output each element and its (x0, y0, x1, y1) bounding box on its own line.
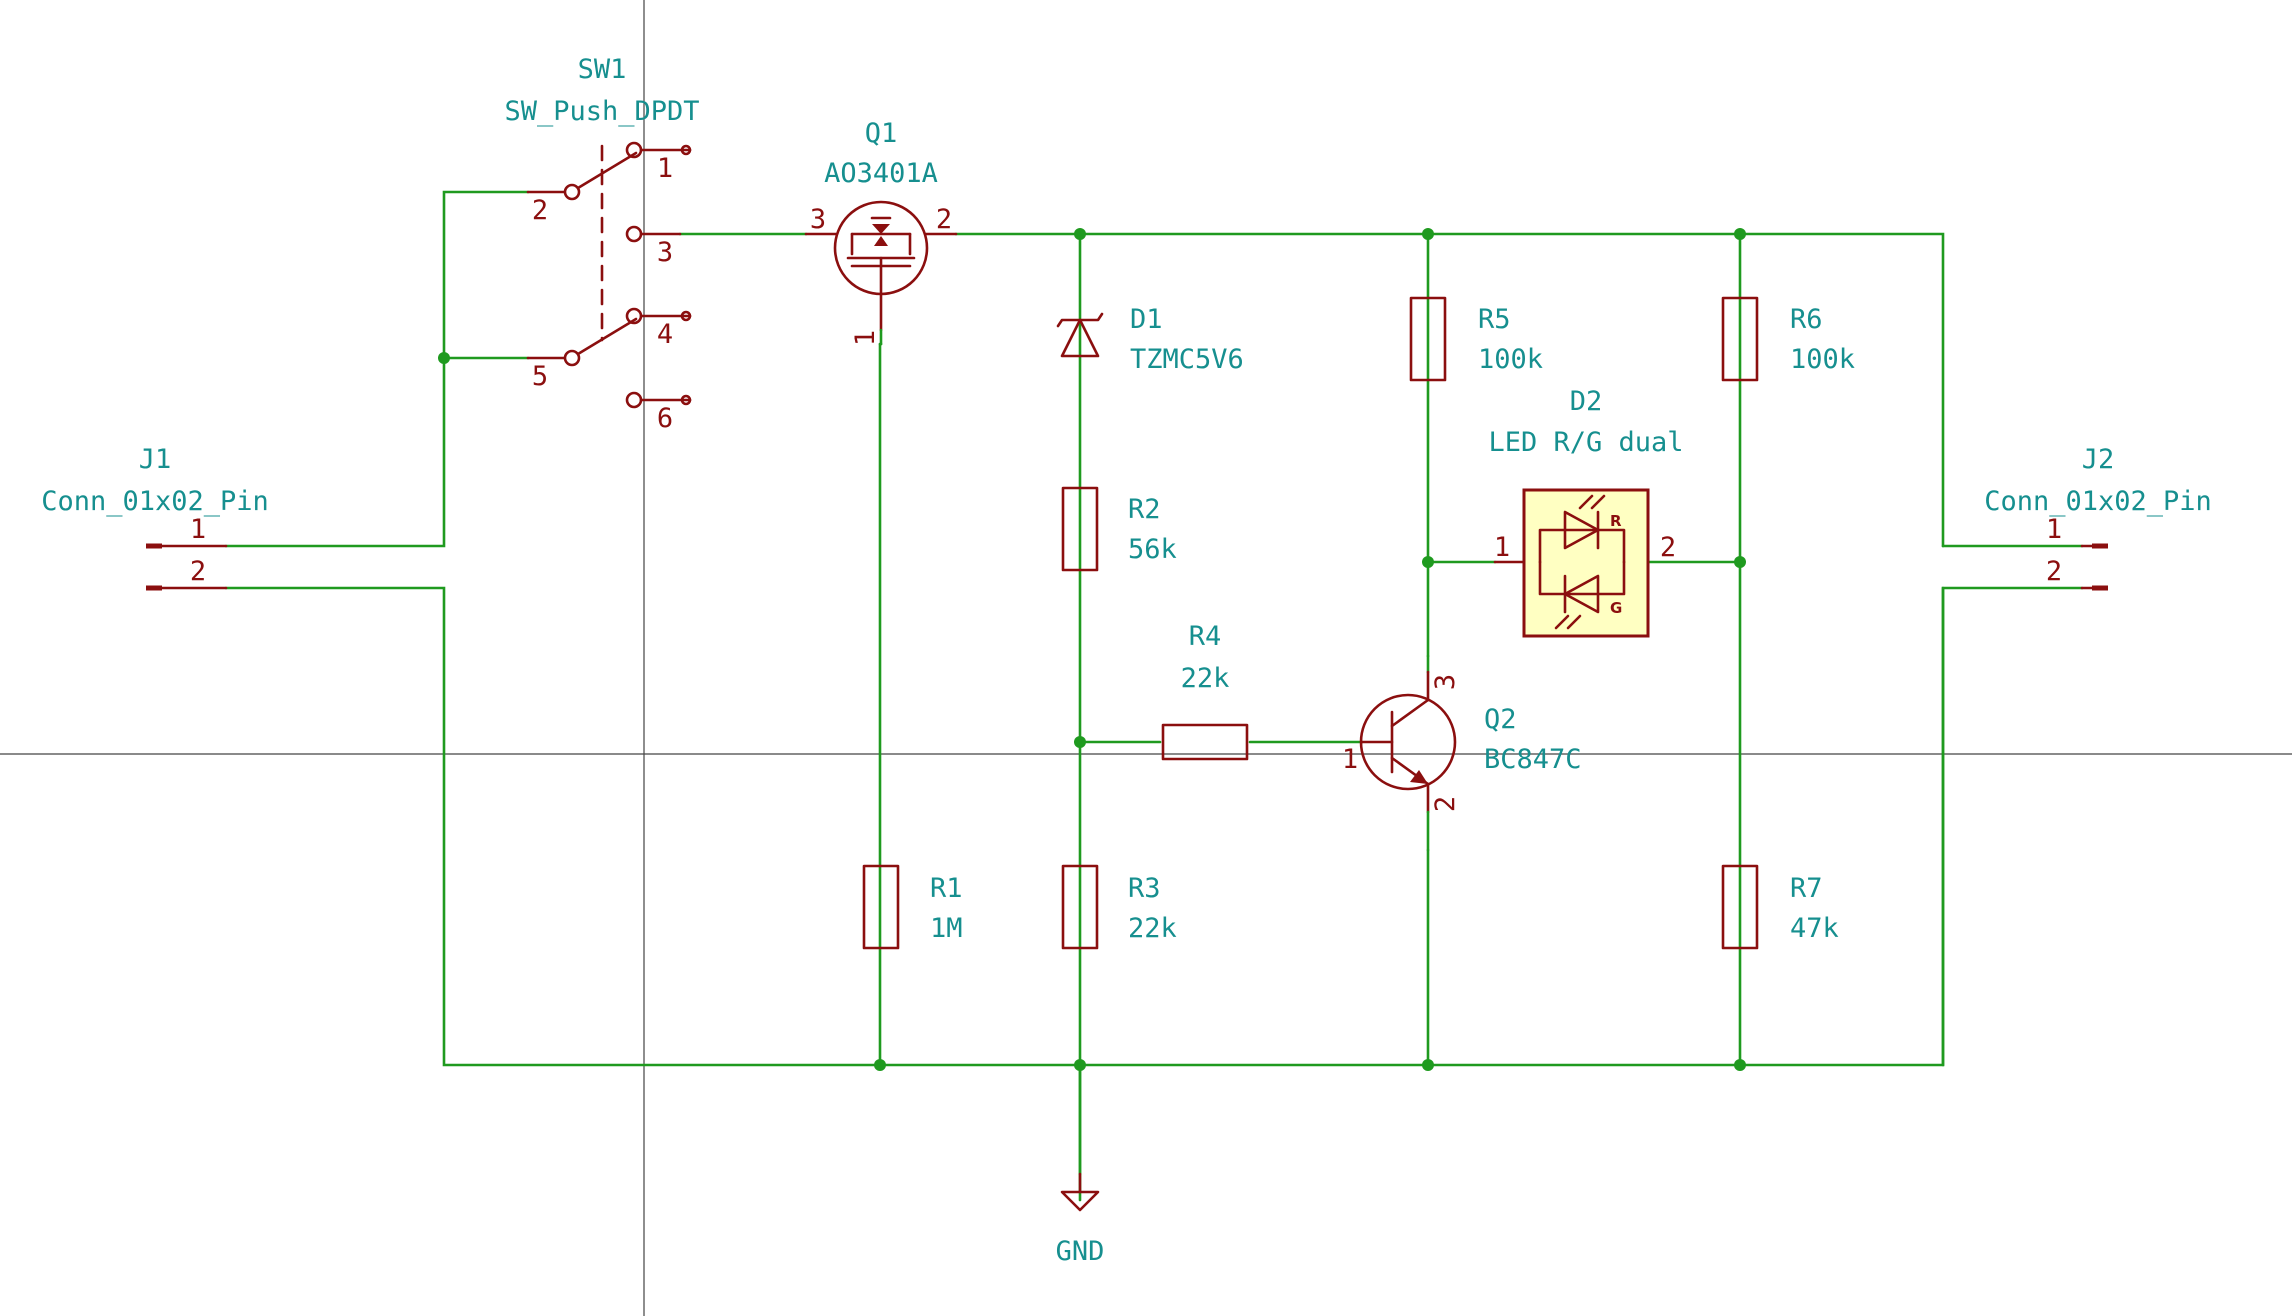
q1-pin-2: 2 (936, 204, 952, 235)
sw1-pin-3: 3 (657, 237, 673, 268)
j2-ref: J2 (2082, 444, 2115, 475)
led-d2[interactable]: R G D2 LED R/G dual 1 2 (1488, 386, 1684, 638)
j1-ref: J1 (139, 444, 172, 475)
q1-value: AO3401A (824, 158, 938, 189)
d1-value: TZMC5V6 (1130, 344, 1244, 375)
r4-ref: R4 (1189, 621, 1222, 652)
r2-value: 56k (1128, 534, 1177, 565)
resistor-r2[interactable]: R2 56k (1061, 486, 1177, 572)
r6-value: 100k (1790, 344, 1855, 375)
r2-ref: R2 (1128, 494, 1161, 525)
r7-value: 47k (1790, 913, 1839, 944)
junctions (438, 228, 1746, 1071)
sw1-pin-6: 6 (657, 403, 673, 434)
q1-ref: Q1 (865, 118, 898, 149)
sw1-ref: SW1 (578, 54, 627, 85)
sw1-pin-2: 2 (532, 195, 548, 226)
resistor-r3[interactable]: R3 22k (1061, 864, 1177, 950)
sw1-pin-5: 5 (532, 361, 548, 392)
r6-ref: R6 (1790, 304, 1823, 335)
connector-j1[interactable]: J1 Conn_01x02_Pin 1 2 (41, 444, 269, 591)
r7-ref: R7 (1790, 873, 1823, 904)
d1-ref: D1 (1130, 304, 1163, 335)
r4-value: 22k (1181, 663, 1230, 694)
r5-value: 100k (1478, 344, 1543, 375)
resistor-r7[interactable]: R7 47k (1721, 864, 1839, 950)
sw1-pin-1: 1 (657, 153, 673, 184)
gnd-symbol: GND (1056, 1063, 1105, 1267)
sw1-value: SW_Push_DPDT (504, 96, 699, 127)
resistor-r4[interactable]: R4 22k (1161, 621, 1249, 761)
q2-value: BC847C (1484, 744, 1582, 775)
q1-pin-3: 3 (810, 204, 826, 235)
r1-value: 1M (930, 913, 963, 944)
d2-pin-1: 1 (1494, 532, 1510, 563)
resistor-r5[interactable]: R5 100k (1409, 296, 1543, 382)
q1-pin-1: 1 (850, 330, 881, 346)
j1-pin-2: 2 (190, 556, 206, 587)
q2-ref: Q2 (1484, 704, 1517, 735)
j2-pin-1: 1 (2046, 514, 2062, 545)
q2-pin-1: 1 (1342, 744, 1358, 775)
d2-led-g-label: G (1610, 599, 1622, 617)
q2-pin-3: 3 (1430, 674, 1461, 690)
r3-value: 22k (1128, 913, 1177, 944)
connector-j2[interactable]: J2 Conn_01x02_Pin 1 2 (1984, 444, 2212, 591)
q2-pin-2: 2 (1430, 796, 1461, 812)
wires (224, 190, 2084, 1202)
r1-ref: R1 (930, 873, 963, 904)
d2-value: LED R/G dual (1488, 427, 1683, 458)
gnd-label: GND (1056, 1236, 1105, 1267)
sw1-pin-4: 4 (657, 319, 673, 350)
j1-value: Conn_01x02_Pin (41, 486, 269, 517)
r5-ref: R5 (1478, 304, 1511, 335)
j1-pin-1: 1 (190, 514, 206, 545)
r3-ref: R3 (1128, 873, 1161, 904)
j2-value: Conn_01x02_Pin (1984, 486, 2212, 517)
transistor-q2[interactable]: Q2 BC847C 1 3 2 (1342, 654, 1582, 852)
d2-ref: D2 (1570, 386, 1603, 417)
resistor-r1[interactable]: R1 1M (862, 864, 963, 950)
d2-led-r-label: R (1610, 512, 1622, 530)
d2-pin-2: 2 (1660, 532, 1676, 563)
resistor-r6[interactable]: R6 100k (1721, 296, 1855, 382)
j2-pin-2: 2 (2046, 556, 2062, 587)
zener-d1[interactable]: D1 TZMC5V6 (1056, 304, 1244, 375)
switch-sw1[interactable]: SW1 SW_Push_DPDT 1 2 3 4 5 6 (504, 54, 699, 434)
mosfet-q1[interactable]: Q1 AO3401A 3 2 1 (804, 118, 958, 346)
